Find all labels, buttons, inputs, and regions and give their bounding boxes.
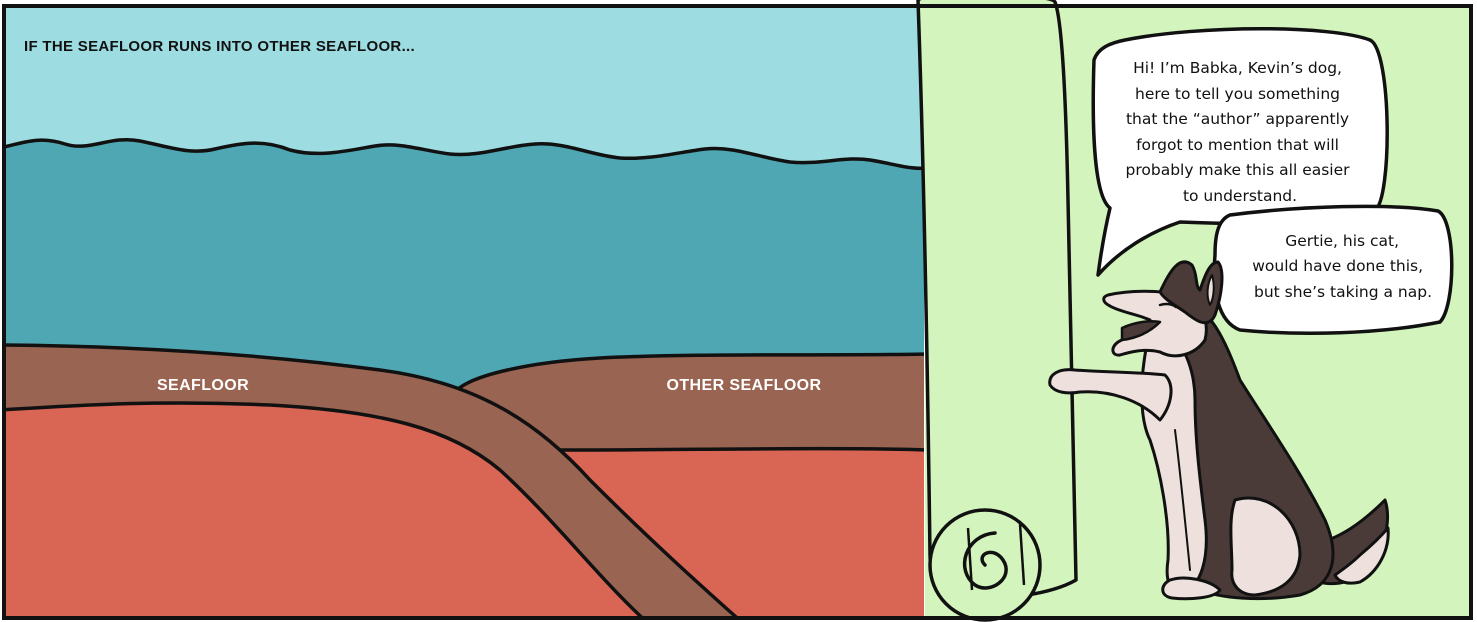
seafloor-label: SEAFLOOR: [157, 377, 249, 394]
bubble-1-line: to understand.: [1183, 187, 1297, 205]
bubble-1-line: Hi! I’m Babka, Kevin’s dog,: [1133, 59, 1342, 77]
caption: IF THE SEAFLOOR RUNS INTO OTHER SEAFLOOR…: [24, 38, 415, 55]
bubble-2-line: would have done this,: [1252, 257, 1423, 275]
speech-bubble-2: Gertie, his cat, would have done this, b…: [1214, 206, 1451, 333]
bubble-2-line: but she’s taking a nap.: [1254, 283, 1432, 301]
bubble-1-line: forgot to mention that will: [1136, 136, 1339, 154]
bubble-1-line: probably make this all easier: [1126, 161, 1351, 179]
bubble-1-line: here to tell you something: [1135, 85, 1340, 103]
ocean-cross-section: IF THE SEAFLOOR RUNS INTO OTHER SEAFLOOR…: [0, 0, 930, 622]
paper-scroll-icon: [918, 0, 1076, 620]
bubble-2-line: Gertie, his cat,: [1285, 232, 1399, 250]
other-seafloor-label: OTHER SEAFLOOR: [667, 377, 822, 394]
bubble-1-line: that the “author” apparently: [1126, 110, 1349, 128]
